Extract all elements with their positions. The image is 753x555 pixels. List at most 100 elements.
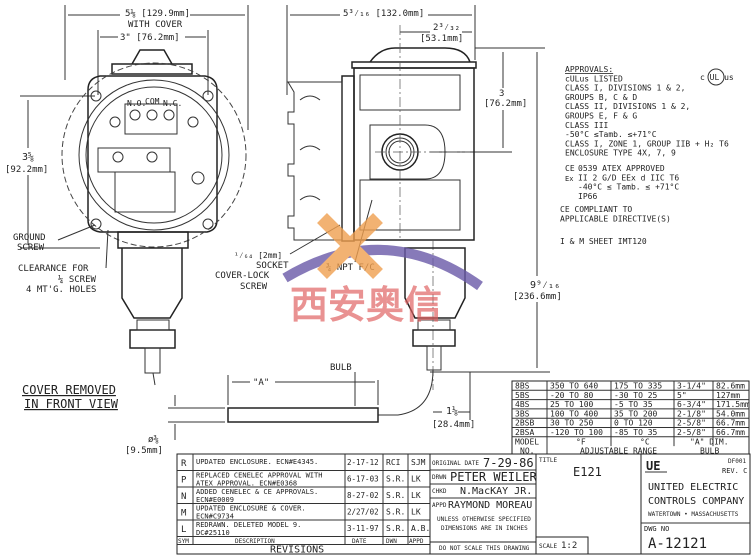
revision-level: REV. C <box>722 467 747 475</box>
ul-mark: c UL us <box>700 68 734 86</box>
range-cell: 0 TO 120 <box>614 419 653 428</box>
revisions-header: DWN <box>386 538 397 545</box>
range-cell: 5" <box>677 391 687 400</box>
revisions-header: DATE <box>352 538 367 545</box>
approval-line: APPROVALS: <box>565 65 613 74</box>
terminal-nc: N.C. <box>163 99 182 108</box>
watermark-logo: 西安奥信 <box>282 213 483 327</box>
revision-symbol: P <box>181 476 187 486</box>
revision-symbol: R <box>181 459 187 469</box>
view-caption: COVER REMOVED <box>22 383 116 397</box>
ce-mark-icon: CE <box>565 164 575 173</box>
chkd-label: CHKD <box>432 488 447 495</box>
range-cell: 171.5mm <box>716 400 750 409</box>
range-cell: -20 TO 80 <box>550 391 594 400</box>
terminal-no: N.O. <box>127 99 146 108</box>
conduit-height-frac: 3 <box>499 89 504 99</box>
range-cell: 6-3/4" <box>677 400 706 409</box>
range-header: °F <box>576 437 586 446</box>
original-date: 7-29-86 <box>483 456 534 470</box>
range-header: "A" DIM. <box>690 437 729 446</box>
revision-description: REDRAWN. DELETED MODEL 9. <box>196 521 301 529</box>
clearance-label-2: ¼ SCREW <box>58 275 97 285</box>
range-cell: 100 TO 400 <box>550 409 598 418</box>
drawing-title: E121 <box>573 465 602 479</box>
revision-approved-by: LK <box>411 475 421 484</box>
front-height-frac: 3⅝ <box>22 151 34 163</box>
range-cell: 5BS <box>515 391 530 400</box>
range-cell: 54.0mm <box>716 409 745 418</box>
approval-line: CLASS I, DIVISIONS 1 & 2, <box>565 84 685 93</box>
offset-dim-mm: [53.1mm] <box>420 34 463 44</box>
revision-date: 3-11-97 <box>347 524 379 533</box>
revision-approved-by: LK <box>411 508 421 517</box>
atex-line: -40°C ≤ Tamb. ≤ +71°C <box>578 183 679 192</box>
approval-line: cULus LISTED <box>565 74 623 83</box>
offset-dim-frac: 2³⁄₃₂ <box>433 23 460 33</box>
drawing-number: A-12121 <box>648 536 707 552</box>
range-cell: 2-1/8" <box>677 409 706 418</box>
socket-screw-label-2: COVER-LOCK <box>215 271 270 281</box>
range-cell: 175 TO 335 <box>614 382 662 391</box>
socket-screw-size: ¹⁄₆₄ [2mm] <box>234 251 282 260</box>
bulb-offset-mm: [28.4mm] <box>432 420 475 430</box>
checked-by: N.MacKAY JR. <box>460 486 532 497</box>
company-name: UNITED ELECTRIC <box>648 482 738 493</box>
revision-date: 8-27-02 <box>347 491 379 500</box>
front-view: 5⅛ [129.9mm] WITH COVER 3" [76.2mm] 3⅝ [… <box>5 5 249 411</box>
conduit-label: ¾ NPT F/C <box>326 263 375 273</box>
revision-approved-by: SJM <box>411 458 426 467</box>
revision-date: 2-17-12 <box>347 458 379 467</box>
range-cell: 66.7mm <box>716 419 745 428</box>
no-scale-note: DO NOT SCALE THIS DRAWING <box>439 545 530 552</box>
revision-drawn-by: S.R. <box>386 524 405 533</box>
atex-line: II 2 G/D EEx d IIC T6 <box>578 173 679 182</box>
ex-mark-icon: Ex <box>565 175 573 183</box>
revision-description: DC#25110 <box>196 529 230 537</box>
im-sheet-reference: I & M SHEET IMT120 <box>560 237 647 246</box>
revision-date: 2/27/02 <box>347 508 379 517</box>
watermark-text: 西安奥信 <box>290 283 442 327</box>
approval-line: GROUPS B, C & D <box>565 93 637 102</box>
ce-compliance-line: CE COMPLIANT TO <box>560 205 632 214</box>
approved-by: RAYMOND MOREAU <box>448 500 532 511</box>
dwg-no-label: DWG NO <box>644 525 669 533</box>
range-cell: 3-1/4" <box>677 382 706 391</box>
drawn-by: PETER WEILER <box>450 470 537 484</box>
side-width-dim: 5³⁄₁₆ [132.0mm] <box>343 9 424 19</box>
ground-screw-label-2: SCREW <box>17 243 45 253</box>
revision-description: ECN#C9734 <box>196 513 234 521</box>
revision-symbol: L <box>181 525 186 535</box>
range-cell: 127mm <box>716 391 740 400</box>
scale-value: 1:2 <box>561 541 577 551</box>
company-location: WATERTOWN • MASSACHUSETTS <box>648 511 739 518</box>
range-cell: 2BSB <box>515 419 534 428</box>
a-dim-label: "A" <box>253 378 269 388</box>
title-block: ORIGINAL DATE 7-29-86 DRWN PETER WEILER … <box>429 453 751 555</box>
range-cell: 350 TO 640 <box>550 382 598 391</box>
range-header: NO. <box>520 447 534 456</box>
socket-screw-label: SOCKET <box>256 261 289 271</box>
ground-screw-label: GROUND <box>13 233 46 243</box>
socket-screw-label-3: SCREW <box>240 282 268 292</box>
range-cell: -5 TO 35 <box>614 400 653 409</box>
total-height-frac: 9⁹⁄₁₆ <box>530 280 560 291</box>
clearance-label-3: 4 MT'G. HOLES <box>26 285 96 295</box>
original-date-label: ORIGINAL DATE <box>432 460 479 467</box>
front-height-mm: [92.2mm] <box>5 165 48 175</box>
revisions-header: DESCRIPTION <box>235 538 275 545</box>
bulb-label: BULB <box>330 363 352 373</box>
hole-spacing-dim: 3" [76.2mm] <box>120 33 180 43</box>
side-view: 5³⁄₁₆ [132.0mm] 2³⁄₃₂ [53.1mm] 3 [76.2mm… <box>125 5 562 456</box>
total-height-mm: [236.6mm] <box>513 292 562 302</box>
revision-drawn-by: RCI <box>386 458 401 467</box>
revision-approved-by: LK <box>411 491 421 500</box>
company-name-2: CONTROLS COMPANY <box>648 496 744 507</box>
revision-drawn-by: S.R. <box>386 491 405 500</box>
drwn-label: DRWN <box>432 474 447 481</box>
front-width-dim: 5⅛ [129.9mm] <box>125 9 190 19</box>
